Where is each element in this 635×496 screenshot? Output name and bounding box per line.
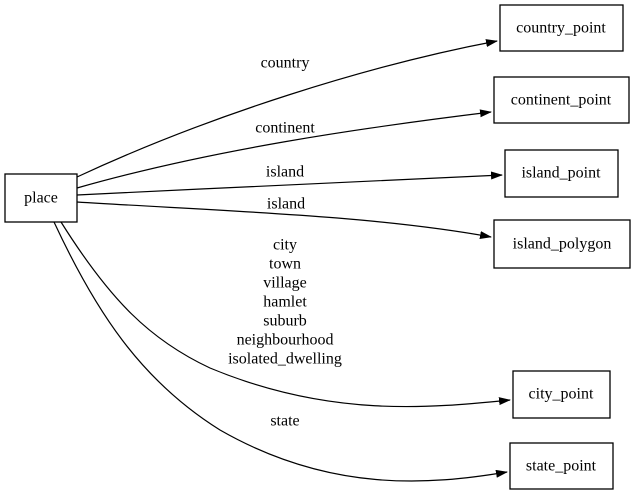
edge-label-continent: continent: [255, 120, 315, 137]
node-island_point: island_point: [504, 149, 619, 198]
edge-group: [53, 39, 511, 482]
node-place: place: [4, 173, 78, 223]
node-continent_point: continent_point: [493, 76, 630, 124]
edge-label-hamlet: hamlet: [263, 294, 307, 311]
edge-label-state: state: [270, 413, 299, 430]
edge-label-island-polygon: island: [267, 196, 305, 213]
edge-label-suburb: suburb: [263, 313, 307, 330]
edge-label-village: village: [263, 275, 307, 292]
edge-label-group: country continent island island city tow…: [228, 55, 342, 430]
node-continent_point-label: continent_point: [511, 92, 612, 109]
edge-place-state_point: [53, 221, 508, 482]
node-continent_point-box: [493, 76, 630, 124]
edge-label-island-point: island: [266, 164, 304, 181]
edge-place-island_point: [76, 171, 503, 196]
edge-label-town: town: [269, 256, 301, 273]
edge-label-neighbourhood: neighbourhood: [237, 332, 334, 349]
node-city_point-box: [512, 370, 611, 419]
edge-place-country_point: [76, 39, 498, 178]
node-place-box: [4, 173, 78, 223]
edge-label-isolated-dwelling: isolated_dwelling: [228, 351, 342, 368]
node-city_point: city_point: [512, 370, 611, 419]
node-place-label: place: [24, 190, 58, 207]
node-island_point-label: island_point: [521, 165, 601, 182]
edge-label-country: country: [261, 55, 310, 72]
node-island_polygon-box: [493, 219, 631, 269]
node-country_point-box: [499, 4, 624, 52]
node-island_polygon-label: island_polygon: [513, 236, 612, 253]
node-city_point-label: city_point: [529, 386, 594, 403]
node-state_point-label: state_point: [526, 458, 597, 475]
edge-place-island_polygon: [76, 201, 492, 239]
node-state_point-box: [509, 442, 614, 490]
node-country_point: country_point: [499, 4, 624, 52]
node-country_point-label: country_point: [516, 20, 606, 37]
edge-label-city: city: [273, 237, 297, 254]
edge-place-city_point: [60, 221, 511, 408]
edge-place-continent_point: [76, 109, 492, 189]
node-island_polygon: island_polygon: [493, 219, 631, 269]
node-island_point-box: [504, 149, 619, 198]
edge-label-city-multiline: city town village hamlet suburb neighbou…: [228, 237, 342, 368]
node-state_point: state_point: [509, 442, 614, 490]
